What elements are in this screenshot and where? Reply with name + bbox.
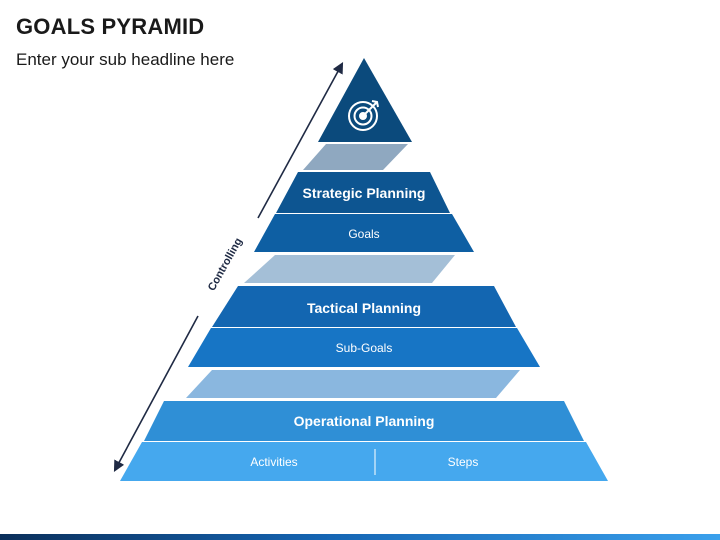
tactical-tier-top xyxy=(212,286,516,327)
page-title: GOALS PYRAMID xyxy=(16,14,205,39)
steps-label: Steps xyxy=(448,455,479,469)
page-subtitle: Enter your sub headline here xyxy=(16,50,235,69)
strategic-tier-top xyxy=(276,172,450,213)
strategic-tier-bottom xyxy=(254,214,474,252)
controlling-label: Controlling xyxy=(206,236,245,293)
goals-label: Goals xyxy=(348,227,379,241)
pyramid-apex xyxy=(318,58,412,142)
controlling-arrow-up xyxy=(257,62,344,219)
strategic-planning-label: Strategic Planning xyxy=(303,185,426,201)
operational-tier-bottom xyxy=(120,442,608,481)
footer-accent-bar xyxy=(0,534,720,540)
operational-planning-label: Operational Planning xyxy=(294,413,435,429)
connector-band-bottom xyxy=(186,370,520,398)
tactical-tier-bottom xyxy=(188,328,540,367)
connector-band-middle xyxy=(244,255,455,283)
sub-goals-label: Sub-Goals xyxy=(336,341,393,355)
operational-tier-top xyxy=(144,401,584,441)
target-icon xyxy=(348,100,379,131)
tactical-planning-label: Tactical Planning xyxy=(307,300,421,316)
activities-label: Activities xyxy=(250,455,297,469)
connector-band-top xyxy=(303,144,408,170)
controlling-arrow-down xyxy=(113,315,199,472)
